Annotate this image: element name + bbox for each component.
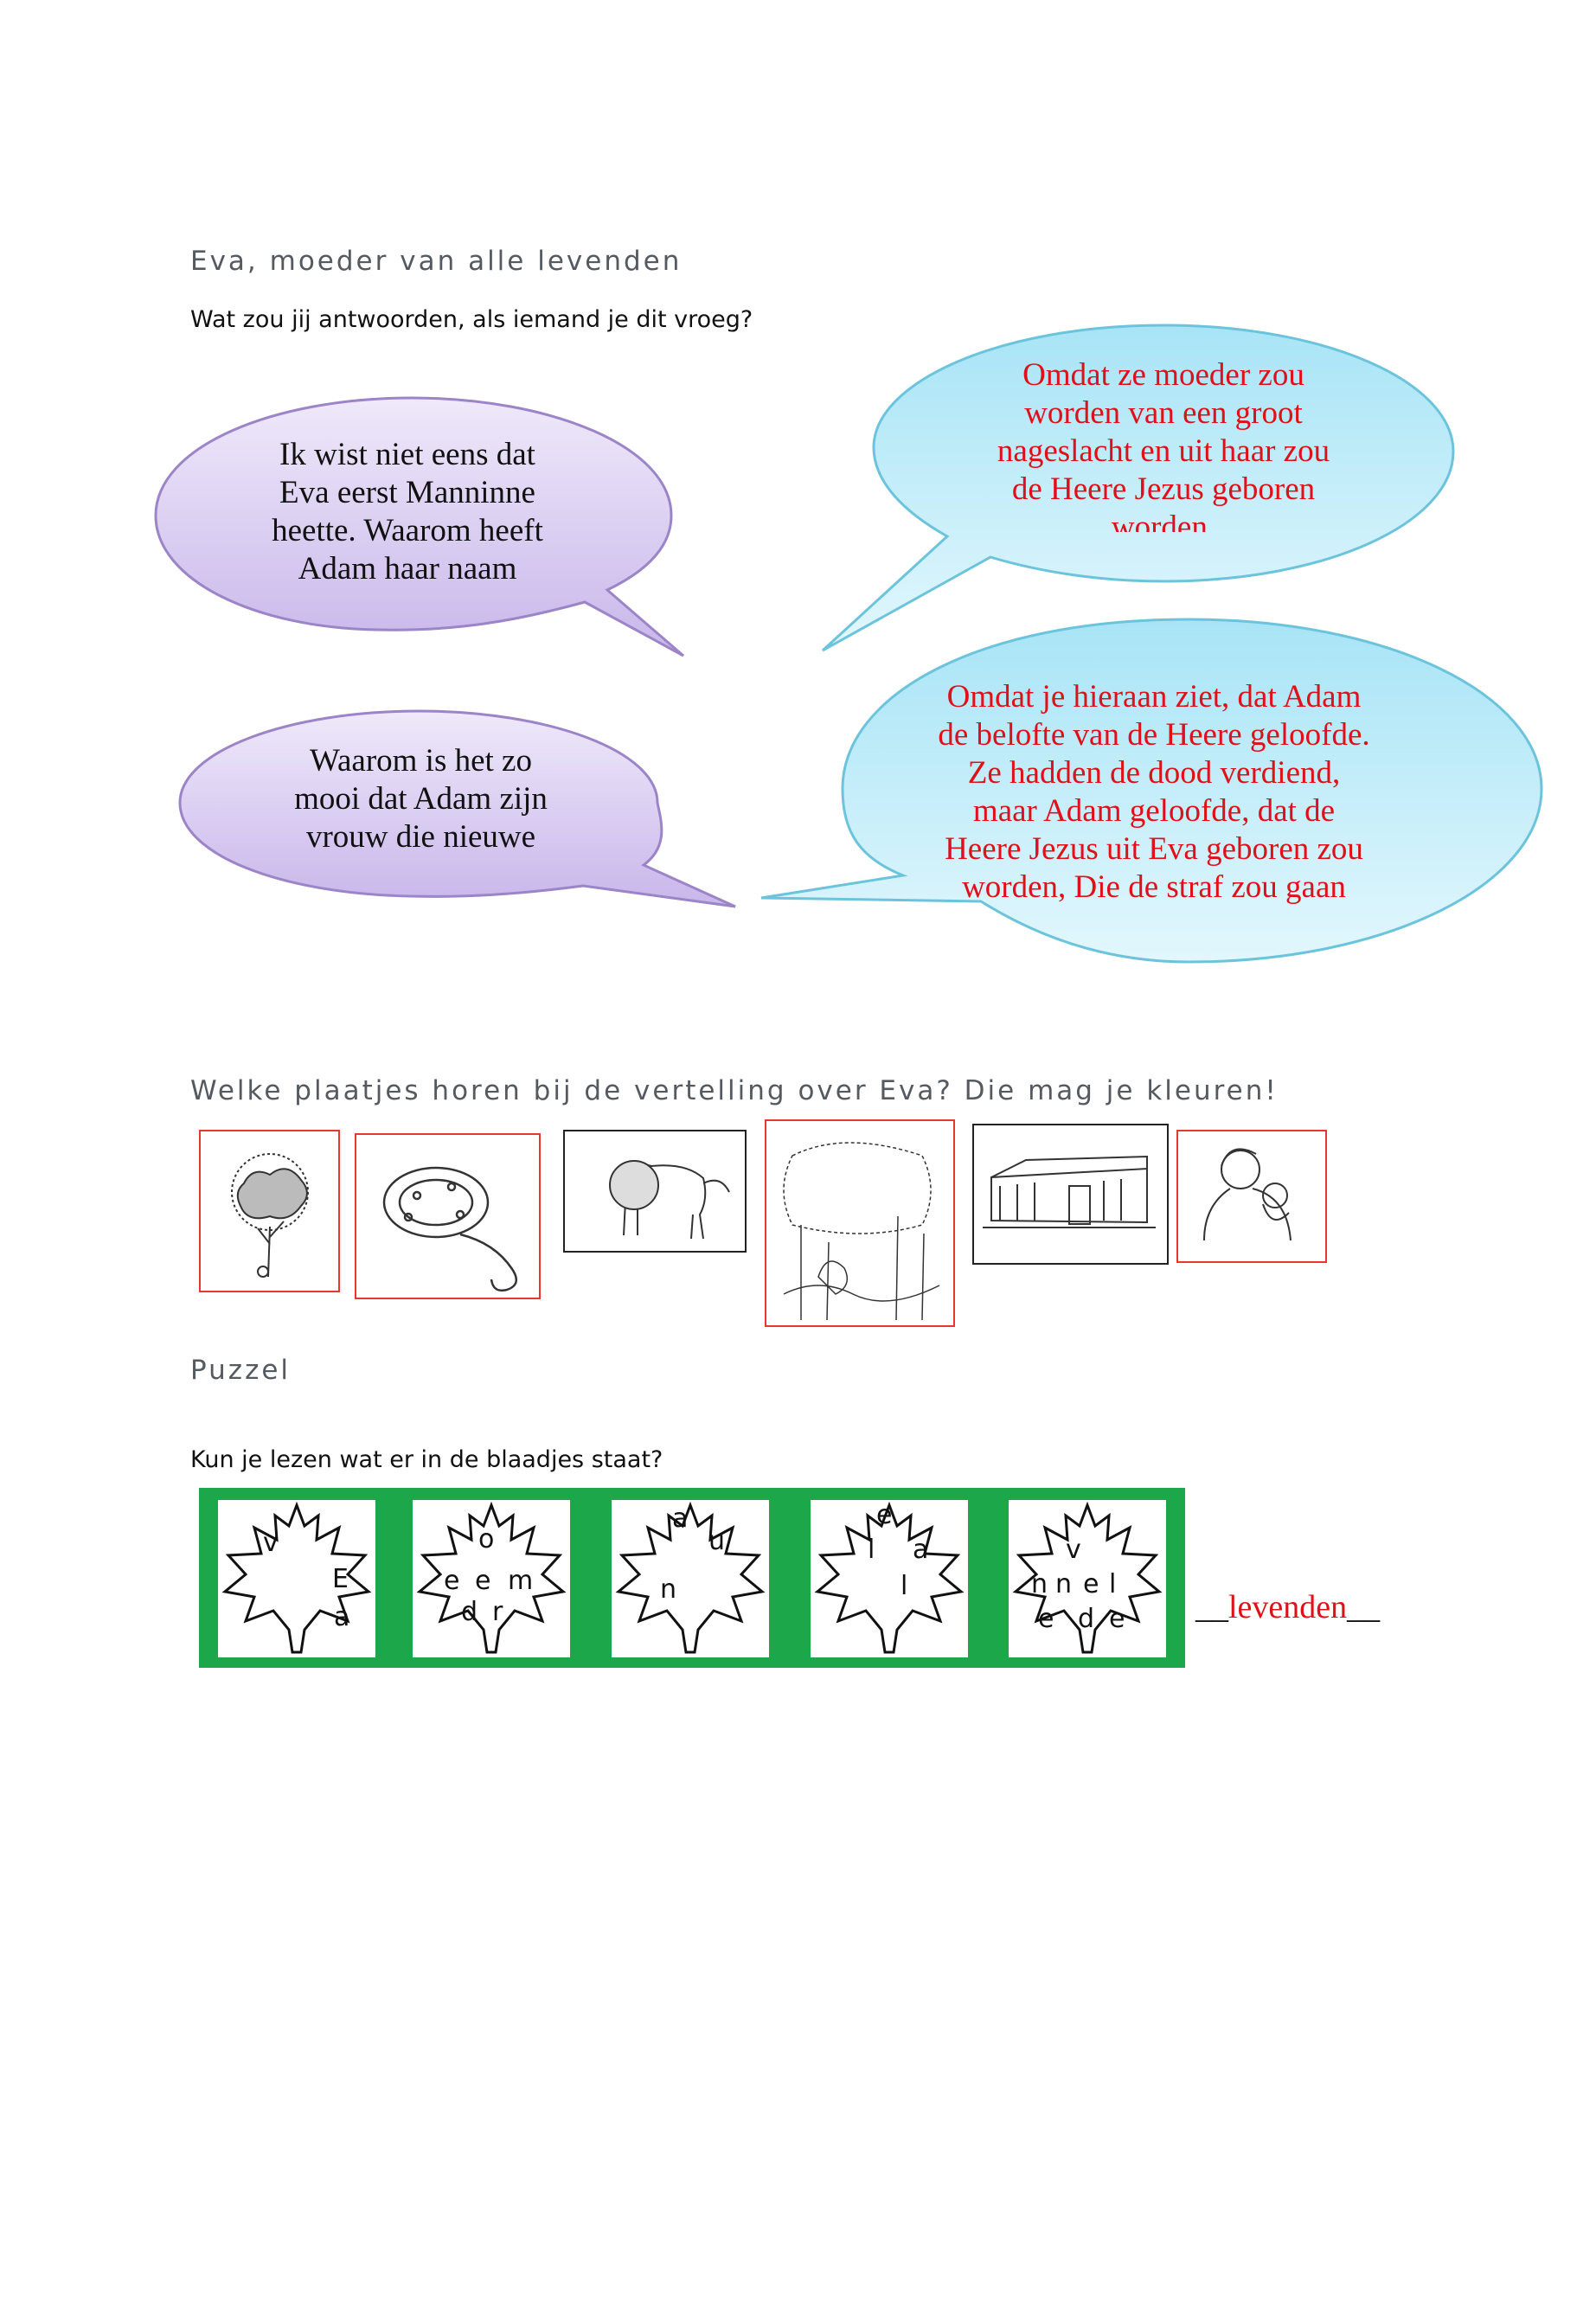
bubble-line: vrouw die nieuwe	[305, 819, 536, 855]
bubble-line: de belofte van de Heere geloofde.	[938, 717, 1370, 753]
bubble-line: Heere Jezus uit Eva geboren zou	[945, 831, 1363, 867]
puzzle-strip: v E a o e e m d r a u n e l a l	[199, 1488, 1185, 1668]
bubble-line: maar Adam geloofde, dat de	[972, 793, 1336, 829]
bubble-line: nageslacht en uit haar zou	[997, 433, 1330, 469]
answer-blank-suffix: __	[1347, 1589, 1381, 1625]
maple-leaf-icon	[1012, 1501, 1163, 1654]
leaf-letter: e	[1083, 1569, 1099, 1599]
garden-icon	[783, 1142, 940, 1321]
snake-icon	[382, 1166, 518, 1292]
maple-leaf-icon	[416, 1501, 567, 1654]
leaf-letter: v	[1066, 1535, 1081, 1565]
leaf-letter: u	[708, 1526, 726, 1556]
bubble-line: Adam haar naam	[298, 551, 517, 586]
leaf-letter: a	[334, 1602, 350, 1632]
leaf-card-2: o e e m d r	[413, 1500, 570, 1657]
leaf-letter: r	[492, 1597, 503, 1627]
leaf-letter: l	[901, 1571, 908, 1601]
maple-leaf-icon	[615, 1501, 766, 1654]
bubble-line: de Heere Jezus geboren	[1011, 471, 1316, 507]
bubble-line: worden, Die de straf zou gaan	[962, 869, 1346, 905]
leaf-letter: d	[1078, 1604, 1095, 1634]
maple-leaf-icon	[221, 1501, 372, 1654]
answer-bubble-1: Omdat ze moeder zou worden van een groot…	[817, 322, 1462, 655]
question-bubble-1: Ik wist niet eens dat Eva eerst Manninne…	[152, 394, 689, 663]
picture-lion[interactable]	[563, 1130, 747, 1253]
intro-question: Wat zou jij antwoorden, als iemand je di…	[190, 306, 753, 333]
bubble-line: Ik wist niet eens dat	[279, 437, 535, 472]
speech-bubble-shape	[821, 324, 1455, 652]
leaf-letter: m	[508, 1566, 534, 1596]
leaf-letter: o	[478, 1524, 495, 1554]
tree-icon	[231, 1153, 309, 1278]
lion-icon	[609, 1160, 730, 1240]
leaf-letter: a	[913, 1535, 929, 1565]
leaf-card-4: e l a l	[811, 1500, 968, 1657]
leaf-letter: E	[332, 1564, 349, 1594]
leaf-letter: v	[263, 1528, 279, 1558]
question-bubble-2: Waarom is het zo mooi dat Adam zijn vrou…	[176, 708, 739, 915]
bubble-line: mooi dat Adam zijn	[294, 781, 548, 817]
picture-garden[interactable]	[765, 1119, 955, 1327]
puzzle-heading: Puzzel	[190, 1355, 292, 1386]
leaf-card-3: a u n	[612, 1500, 769, 1657]
leaf-letter: n	[1031, 1569, 1048, 1599]
bubble-line: Ze hadden de dood verdiend,	[967, 755, 1341, 791]
bubble-line: Omdat ze moeder zou	[1022, 357, 1304, 393]
leaf-letter: e	[1109, 1604, 1125, 1634]
leaf-letter: n	[660, 1574, 677, 1605]
bubble-line: Waarom is het zo	[310, 743, 532, 779]
bubble-line: Omdat je hieraan ziet, dat Adam	[946, 679, 1362, 715]
leaf-letter: l	[868, 1535, 875, 1565]
puzzle-question: Kun je lezen wat er in de blaadjes staat…	[190, 1446, 663, 1473]
pictures-heading: Welke plaatjes horen bij de vertelling o…	[190, 1075, 1279, 1106]
leaf-letter: l	[1109, 1569, 1117, 1599]
picture-tree[interactable]	[199, 1130, 340, 1292]
speech-bubble-shape	[760, 618, 1543, 964]
answer-word: levenden	[1228, 1589, 1348, 1625]
leaf-letter: a	[672, 1503, 689, 1534]
maple-leaf-icon	[814, 1501, 965, 1654]
picture-mother-child[interactable]	[1176, 1130, 1327, 1263]
leaf-letter: e	[876, 1500, 893, 1530]
answer-bubble-2: Omdat je hieraan ziet, dat Adam de belof…	[756, 616, 1548, 969]
puzzle-answer: __levenden__	[1195, 1588, 1380, 1626]
temple-icon	[983, 1155, 1156, 1228]
speech-bubble-shape	[178, 709, 736, 908]
answer-blank-prefix: __	[1195, 1589, 1228, 1625]
leaf-letter: n	[1055, 1569, 1073, 1599]
leaf-letter: e	[1038, 1604, 1054, 1634]
leaf-card-1: v E a	[218, 1500, 375, 1657]
leaf-letter: d	[461, 1597, 478, 1627]
bubble-line: worden van een groot	[1024, 395, 1303, 431]
bubble-line: heette. Waarom heeft	[272, 513, 543, 548]
bubble-line: Eva eerst Manninne	[279, 475, 535, 510]
leaf-letter: e	[475, 1566, 491, 1596]
picture-snake[interactable]	[355, 1133, 541, 1299]
leaf-letter: e	[444, 1566, 460, 1596]
mother-child-icon	[1203, 1148, 1292, 1241]
page-title: Eva, moeder van alle levenden	[190, 246, 683, 277]
picture-temple[interactable]	[972, 1124, 1169, 1265]
bubble-line: worden.	[1111, 510, 1216, 532]
leaf-card-5: v n n e l e d e	[1009, 1500, 1166, 1657]
speech-bubble-shape	[154, 396, 684, 657]
